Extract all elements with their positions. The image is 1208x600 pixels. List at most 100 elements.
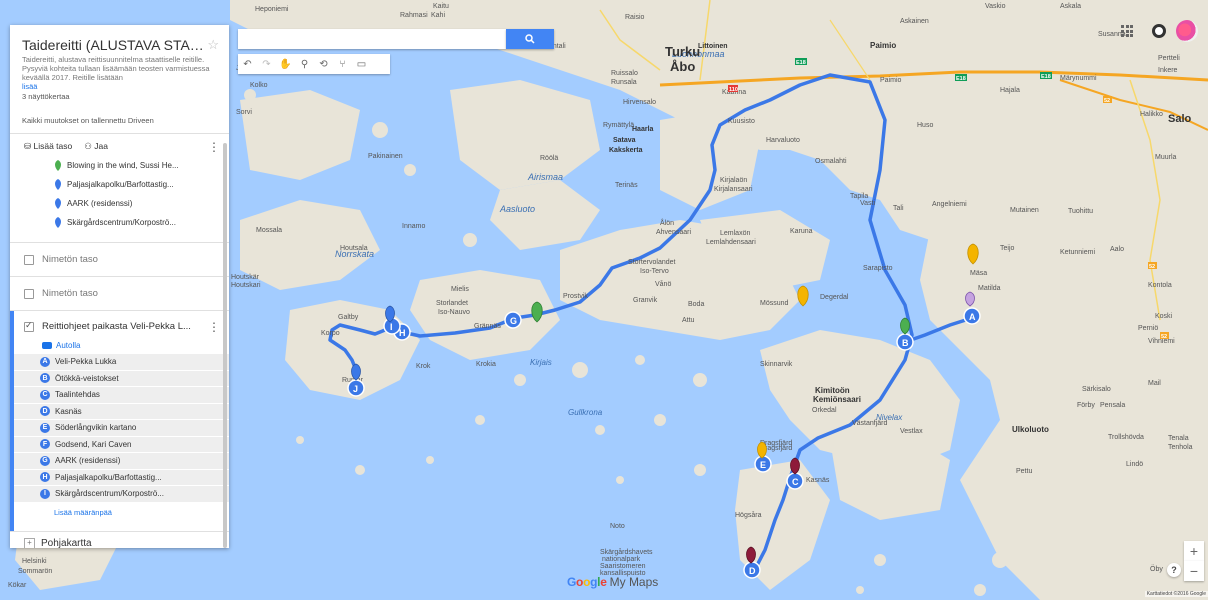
svg-text:110: 110: [729, 87, 738, 93]
undo-icon[interactable]: ↶: [243, 58, 252, 70]
map-label-sarkisalo: Särkisalo: [1082, 386, 1111, 393]
svg-text:D: D: [749, 566, 756, 576]
map-label-mossund: Mössund: [760, 300, 789, 307]
island-rymattyla: [450, 80, 600, 190]
base-map-row[interactable]: +Pohjakartta: [10, 530, 229, 548]
marker-J[interactable]: J: [347, 379, 365, 397]
svg-text:E18: E18: [796, 60, 806, 66]
help-icon[interactable]: ?: [1167, 563, 1181, 577]
draw-line-icon[interactable]: ⟲: [319, 58, 328, 70]
notifications-icon[interactable]: [1152, 24, 1166, 38]
map-label-degerdal: Degerdal: [820, 294, 849, 301]
map-label-skinnarvik: Skinnarvik: [760, 361, 793, 368]
untitled-layer-1[interactable]: Nimetön taso: [10, 243, 229, 277]
stop-letter-badge: D: [40, 406, 50, 417]
add-layer-button[interactable]: ⛁ Lisää taso: [24, 141, 72, 152]
island-kuusisto: [660, 110, 760, 210]
map-label-heponiemi: Heponiemi: [255, 6, 289, 13]
layer-item[interactable]: Skärgårdscentrum/Korpoströ...: [10, 213, 229, 232]
layer-item[interactable]: Paljasjalkapolku/Barfottastig...: [10, 175, 229, 194]
map-label-grannas: Grännäs: [474, 323, 501, 330]
svg-text:52: 52: [1104, 98, 1110, 104]
map-label-kansallispuisto: kansallispuisto: [600, 570, 646, 577]
stop-label: Paljasjalkapolku/Barfottastig...: [55, 472, 162, 482]
marker-B[interactable]: B: [896, 333, 914, 351]
add-destination-link[interactable]: Lisää määränpää: [54, 507, 112, 517]
map-title[interactable]: Taidereitti (ALUSTAVA STAATTIN...: [22, 37, 207, 53]
hand-icon[interactable]: ✋: [279, 58, 292, 70]
map-label-kahi: Kahi: [431, 12, 445, 19]
layer-checkbox[interactable]: [24, 254, 34, 265]
svg-text:J: J: [353, 384, 358, 394]
map-label-oby: Öby: [1150, 565, 1163, 573]
map-label-kirjalaon: Kirjalaön: [720, 177, 747, 184]
layer-item[interactable]: AARK (residenssi): [10, 194, 229, 213]
directions-checkbox[interactable]: [24, 320, 34, 332]
marker-G[interactable]: G: [504, 311, 522, 329]
stop-label: Söderlångvikin kartano: [55, 423, 137, 433]
marker-A[interactable]: A: [963, 307, 981, 325]
pin-yellow-3[interactable]: [757, 441, 767, 459]
map-label-kontola: Kontola: [1148, 282, 1172, 289]
map-label-galtby: Galtby: [338, 314, 359, 321]
untitled-layer-2[interactable]: Nimetön taso: [10, 277, 229, 311]
search-input[interactable]: [238, 29, 506, 49]
map-label-ketunniemi: Ketunniemi: [1060, 249, 1095, 256]
share-button[interactable]: ⚇ Jaa: [84, 141, 108, 152]
pin-yellow-1[interactable]: [967, 243, 979, 265]
marker-D[interactable]: D: [743, 561, 761, 579]
map-label-perni: Perniö: [1138, 325, 1158, 332]
directions-options-icon[interactable]: ⋮: [208, 319, 220, 334]
ruler-icon[interactable]: ▭: [356, 58, 367, 70]
layer-item[interactable]: Blowing in the wind, Sussi He...: [10, 156, 229, 175]
pin-blue-2[interactable]: [351, 363, 361, 381]
map-copyright[interactable]: Karttatiedot ©2016 Google: [1144, 591, 1208, 597]
map-label-karuna: Karuna: [790, 228, 813, 235]
map-label-pakinainen: Pakinainen: [368, 153, 403, 160]
more-link[interactable]: lisää: [22, 82, 38, 91]
map-label-airismaa: Airismaa: [527, 172, 563, 182]
pin-maroon-2[interactable]: [746, 546, 756, 564]
layer-1-items: Blowing in the wind, Sussi He...Paljasja…: [10, 156, 229, 232]
pin-green[interactable]: [531, 301, 543, 323]
zoom-in-button[interactable]: +: [1184, 541, 1204, 561]
panel-scrollbar[interactable]: [223, 143, 227, 548]
search-button[interactable]: [506, 29, 554, 49]
marker-C[interactable]: C: [786, 472, 804, 490]
travel-mode[interactable]: Autolla: [14, 336, 229, 354]
apps-grid-icon[interactable]: [1121, 25, 1133, 37]
marker-E[interactable]: E: [754, 455, 772, 473]
pin-green-2[interactable]: [900, 317, 910, 335]
layer-actions-row: ⛁ Lisää taso ⚇ Jaa ⋮: [10, 134, 229, 156]
layer-checkbox[interactable]: [24, 288, 34, 299]
layer-options-icon[interactable]: ⋮: [208, 139, 220, 154]
zoom-out-button[interactable]: −: [1184, 561, 1204, 581]
pin-purple[interactable]: [965, 291, 975, 307]
map-label-attu: Attu: [682, 317, 695, 324]
avatar[interactable]: [1176, 20, 1198, 42]
redo-icon[interactable]: ↷: [262, 58, 271, 70]
star-icon[interactable]: ☆: [207, 37, 219, 52]
marker-icon[interactable]: ⚲: [300, 58, 309, 70]
pin-maroon-1[interactable]: [790, 457, 800, 475]
map-description[interactable]: Taidereitti, alustava reittisuunnitelma …: [22, 55, 210, 82]
map-label-kaitu: Kaitu: [433, 3, 449, 10]
map-label-tarvasjoki: Askainen: [900, 18, 929, 25]
map-label-tenhola: Tenhola: [1168, 444, 1193, 451]
pin-blue-1[interactable]: [385, 305, 395, 323]
expand-icon[interactable]: +: [24, 537, 35, 548]
stop-letter-badge: C: [40, 389, 50, 400]
directions-icon[interactable]: ⑂: [339, 58, 346, 70]
directions-title[interactable]: Reittiohjeet paikasta Veli-Pekka L...: [42, 321, 191, 332]
pin-yellow-2[interactable]: [797, 285, 809, 307]
